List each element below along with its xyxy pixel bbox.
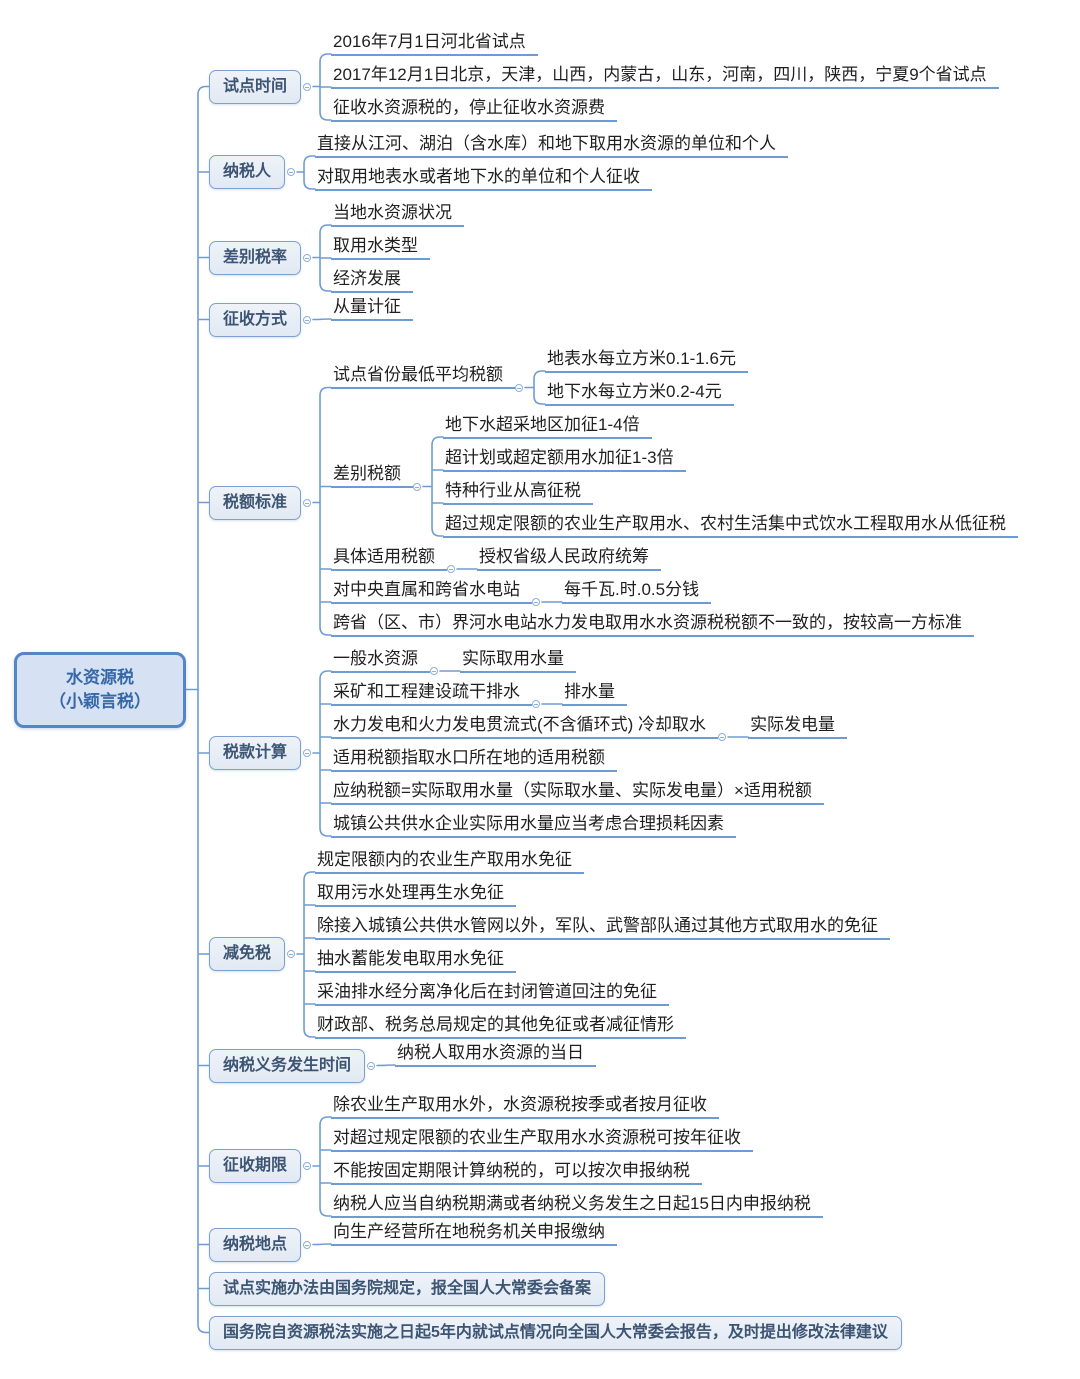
branch-topic[interactable]: 征收期限 bbox=[209, 1149, 302, 1183]
leaf-topic[interactable]: 应纳税额=实际取用水量（实际取水量、实际发电量）×适用税额 bbox=[331, 779, 824, 805]
collapse-icon[interactable] bbox=[303, 253, 312, 262]
collapse-icon[interactable] bbox=[430, 667, 439, 675]
children-group: 试点省份最低平均税额 地表水每立方米0.1-1.6元地下水每立方米0.2-4元差别… bbox=[331, 347, 1019, 637]
leaf-topic[interactable]: 直接从江河、湖泊（含水库）和地下取用水资源的单位和个人 bbox=[315, 132, 789, 158]
leaf-topic[interactable]: 采油排水经分离净化后在封闭管道回注的免征 bbox=[315, 980, 670, 1006]
branch-topic[interactable]: 试点时间 bbox=[209, 69, 302, 104]
leaf-topic[interactable]: 征收水资源税的，停止征收水资源费 bbox=[331, 96, 618, 122]
children-group: 授权省级人民政府统筹 bbox=[477, 545, 662, 571]
leaf-topic[interactable]: 除农业生产取用水外，水资源税按季或者按月征收 bbox=[331, 1093, 720, 1119]
branch-topic[interactable]: 国务院自资源税法实施之日起5年内就试点情况向全国人大常委会报告，及时提出修改法律… bbox=[209, 1315, 902, 1350]
leaf-topic[interactable]: 地下水每立方米0.2-4元 bbox=[545, 380, 734, 406]
collapse-icon[interactable] bbox=[532, 598, 541, 606]
leaf-topic[interactable]: 采矿和工程建设疏干排水 bbox=[331, 680, 533, 706]
leaf-topic[interactable]: 除接入城镇公共供水管网以外，军队、武警部队通过其他方式取用水的免征 bbox=[315, 914, 891, 940]
leaf-topic[interactable]: 特种行业从高征税 bbox=[443, 479, 594, 505]
leaf-topic[interactable]: 2017年12月1日北京，天津，山西，内蒙古，山东，河南，四川，陕西，宁夏9个省… bbox=[331, 63, 999, 89]
children-group: 当地水资源状况取用水类型经济发展 bbox=[331, 201, 465, 293]
branch-topic[interactable]: 征收方式 bbox=[209, 302, 302, 337]
children-group: 实际发电量 bbox=[748, 713, 848, 739]
collapse-icon[interactable] bbox=[303, 315, 312, 324]
leaf-topic[interactable]: 一般水资源 bbox=[331, 647, 431, 673]
children-group: 一般水资源 实际取用水量采矿和工程建设疏干排水 排水量水力发电和火力发电贯流式(不含… bbox=[331, 647, 848, 838]
collapse-icon[interactable] bbox=[718, 733, 727, 741]
collapse-icon[interactable] bbox=[303, 1240, 312, 1249]
leaf-topic[interactable]: 对中央直属和跨省水电站 bbox=[331, 578, 533, 604]
collapse-icon[interactable] bbox=[367, 1061, 376, 1070]
collapse-icon[interactable] bbox=[413, 482, 422, 491]
collapse-icon[interactable] bbox=[287, 168, 296, 176]
children-group: 地下水超采地区加征1-4倍超计划或超定额用水加征1-3倍特种行业从高征税超过规定… bbox=[443, 413, 1019, 538]
branch-topic[interactable]: 纳税人 bbox=[209, 155, 286, 189]
leaf-topic[interactable]: 不能按固定期限计算纳税的，可以按次申报纳税 bbox=[331, 1159, 703, 1185]
collapse-icon[interactable] bbox=[303, 1162, 312, 1170]
root-topic[interactable]: 水资源税 （小颖言税） bbox=[14, 651, 186, 728]
branch-topic[interactable]: 减免税 bbox=[209, 937, 286, 971]
leaf-topic[interactable]: 实际发电量 bbox=[748, 713, 848, 739]
leaf-topic[interactable]: 纳税人取用水资源的当日 bbox=[395, 1041, 597, 1067]
leaf-topic[interactable]: 地下水超采地区加征1-4倍 bbox=[443, 413, 652, 439]
children-group: 直接从江河、湖泊（含水库）和地下取用水资源的单位和个人对取用地表水或者地下水的单… bbox=[315, 132, 789, 191]
leaf-topic[interactable]: 抽水蓄能发电取用水免征 bbox=[315, 947, 517, 973]
leaf-topic[interactable]: 对超过规定限额的农业生产取用水水资源税可按年征收 bbox=[331, 1126, 754, 1152]
leaf-topic[interactable]: 适用税额指取水口所在地的适用税额 bbox=[331, 746, 618, 772]
leaf-topic[interactable]: 取用污水处理再生水免征 bbox=[315, 881, 517, 907]
leaf-topic[interactable]: 规定限额内的农业生产取用水免征 bbox=[315, 848, 585, 874]
leaf-topic[interactable]: 实际取用水量 bbox=[460, 647, 577, 673]
leaf-topic[interactable]: 差别税额 bbox=[331, 462, 414, 488]
branch-topic[interactable]: 税款计算 bbox=[209, 736, 302, 770]
children-group: 纳税人取用水资源的当日 bbox=[395, 1041, 597, 1067]
leaf-topic[interactable]: 排水量 bbox=[562, 680, 628, 706]
leaf-topic[interactable]: 水力发电和火力发电贯流式(不含循环式) 冷却取水 bbox=[331, 713, 719, 739]
leaf-topic[interactable]: 跨省（区、市）界河水电站水力发电取用水水资源税税额不一致的，按较高一方标准 bbox=[331, 611, 975, 637]
leaf-topic[interactable]: 每千瓦.时.0.5分钱 bbox=[562, 578, 712, 604]
branch-topic[interactable]: 税额标准 bbox=[209, 485, 302, 520]
leaf-topic[interactable]: 超过规定限额的农业生产取用水、农村生活集中式饮水工程取用水从低征税 bbox=[443, 512, 1019, 538]
children-group: 试点时间 2016年7月1日河北省试点 2017年12月1日北京，天津，山西，内蒙古… bbox=[209, 30, 1019, 1350]
leaf-topic[interactable]: 试点省份最低平均税额 bbox=[331, 363, 516, 389]
collapse-icon[interactable] bbox=[447, 565, 456, 573]
children-group: 每千瓦.时.0.5分钱 bbox=[562, 578, 712, 604]
collapse-icon[interactable] bbox=[515, 383, 524, 392]
leaf-topic[interactable]: 具体适用税额 bbox=[331, 545, 448, 571]
collapse-icon[interactable] bbox=[303, 82, 312, 91]
children-group: 规定限额内的农业生产取用水免征取用污水处理再生水免征除接入城镇公共供水管网以外，… bbox=[315, 848, 891, 1039]
branch-topic[interactable]: 差别税率 bbox=[209, 240, 302, 275]
children-group: 实际取用水量 bbox=[460, 647, 577, 673]
leaf-topic[interactable]: 授权省级人民政府统筹 bbox=[477, 545, 662, 571]
children-group: 从量计征 bbox=[331, 295, 414, 321]
branch-topic[interactable]: 纳税地点 bbox=[209, 1227, 302, 1262]
collapse-icon[interactable] bbox=[287, 950, 296, 958]
branch-topic[interactable]: 试点实施办法由国务院规定，报全国人大常委会备案 bbox=[209, 1271, 606, 1306]
leaf-topic[interactable]: 当地水资源状况 bbox=[331, 201, 465, 227]
leaf-topic[interactable]: 地表水每立方米0.1-1.6元 bbox=[545, 347, 748, 373]
leaf-topic[interactable]: 向生产经营所在地税务机关申报缴纳 bbox=[331, 1220, 618, 1246]
collapse-icon[interactable] bbox=[532, 700, 541, 708]
leaf-topic[interactable]: 从量计征 bbox=[331, 295, 414, 321]
leaf-topic[interactable]: 2016年7月1日河北省试点 bbox=[331, 30, 538, 56]
leaf-topic[interactable]: 城镇公共供水企业实际用水量应当考虑合理损耗因素 bbox=[331, 812, 737, 838]
leaf-topic[interactable]: 取用水类型 bbox=[331, 234, 431, 260]
leaf-topic[interactable]: 对取用地表水或者地下水的单位和个人征收 bbox=[315, 165, 653, 191]
children-group: 向生产经营所在地税务机关申报缴纳 bbox=[331, 1220, 618, 1246]
children-group: 排水量 bbox=[562, 680, 628, 706]
leaf-topic[interactable]: 超计划或超定额用水加征1-3倍 bbox=[443, 446, 686, 472]
collapse-icon[interactable] bbox=[303, 749, 312, 757]
leaf-topic[interactable]: 经济发展 bbox=[331, 267, 414, 293]
leaf-topic[interactable]: 财政部、税务总局规定的其他免征或者减征情形 bbox=[315, 1013, 687, 1039]
children-group: 地表水每立方米0.1-1.6元地下水每立方米0.2-4元 bbox=[545, 347, 748, 406]
children-group: 2016年7月1日河北省试点 2017年12月1日北京，天津，山西，内蒙古，山东，… bbox=[331, 30, 999, 122]
leaf-topic[interactable]: 纳税人应当自纳税期满或者纳税义务发生之日起15日内申报纳税 bbox=[331, 1192, 823, 1218]
mindmap-tree: 水资源税 （小颖言税） 试点时间 2016年7月1日河北省试点 2017年12月1日北… bbox=[14, 8, 1019, 1371]
branch-topic[interactable]: 纳税义务发生时间 bbox=[209, 1048, 366, 1083]
children-group: 除农业生产取用水外，水资源税按季或者按月征收对超过规定限额的农业生产取用水水资源… bbox=[331, 1093, 823, 1218]
collapse-icon[interactable] bbox=[303, 498, 312, 507]
